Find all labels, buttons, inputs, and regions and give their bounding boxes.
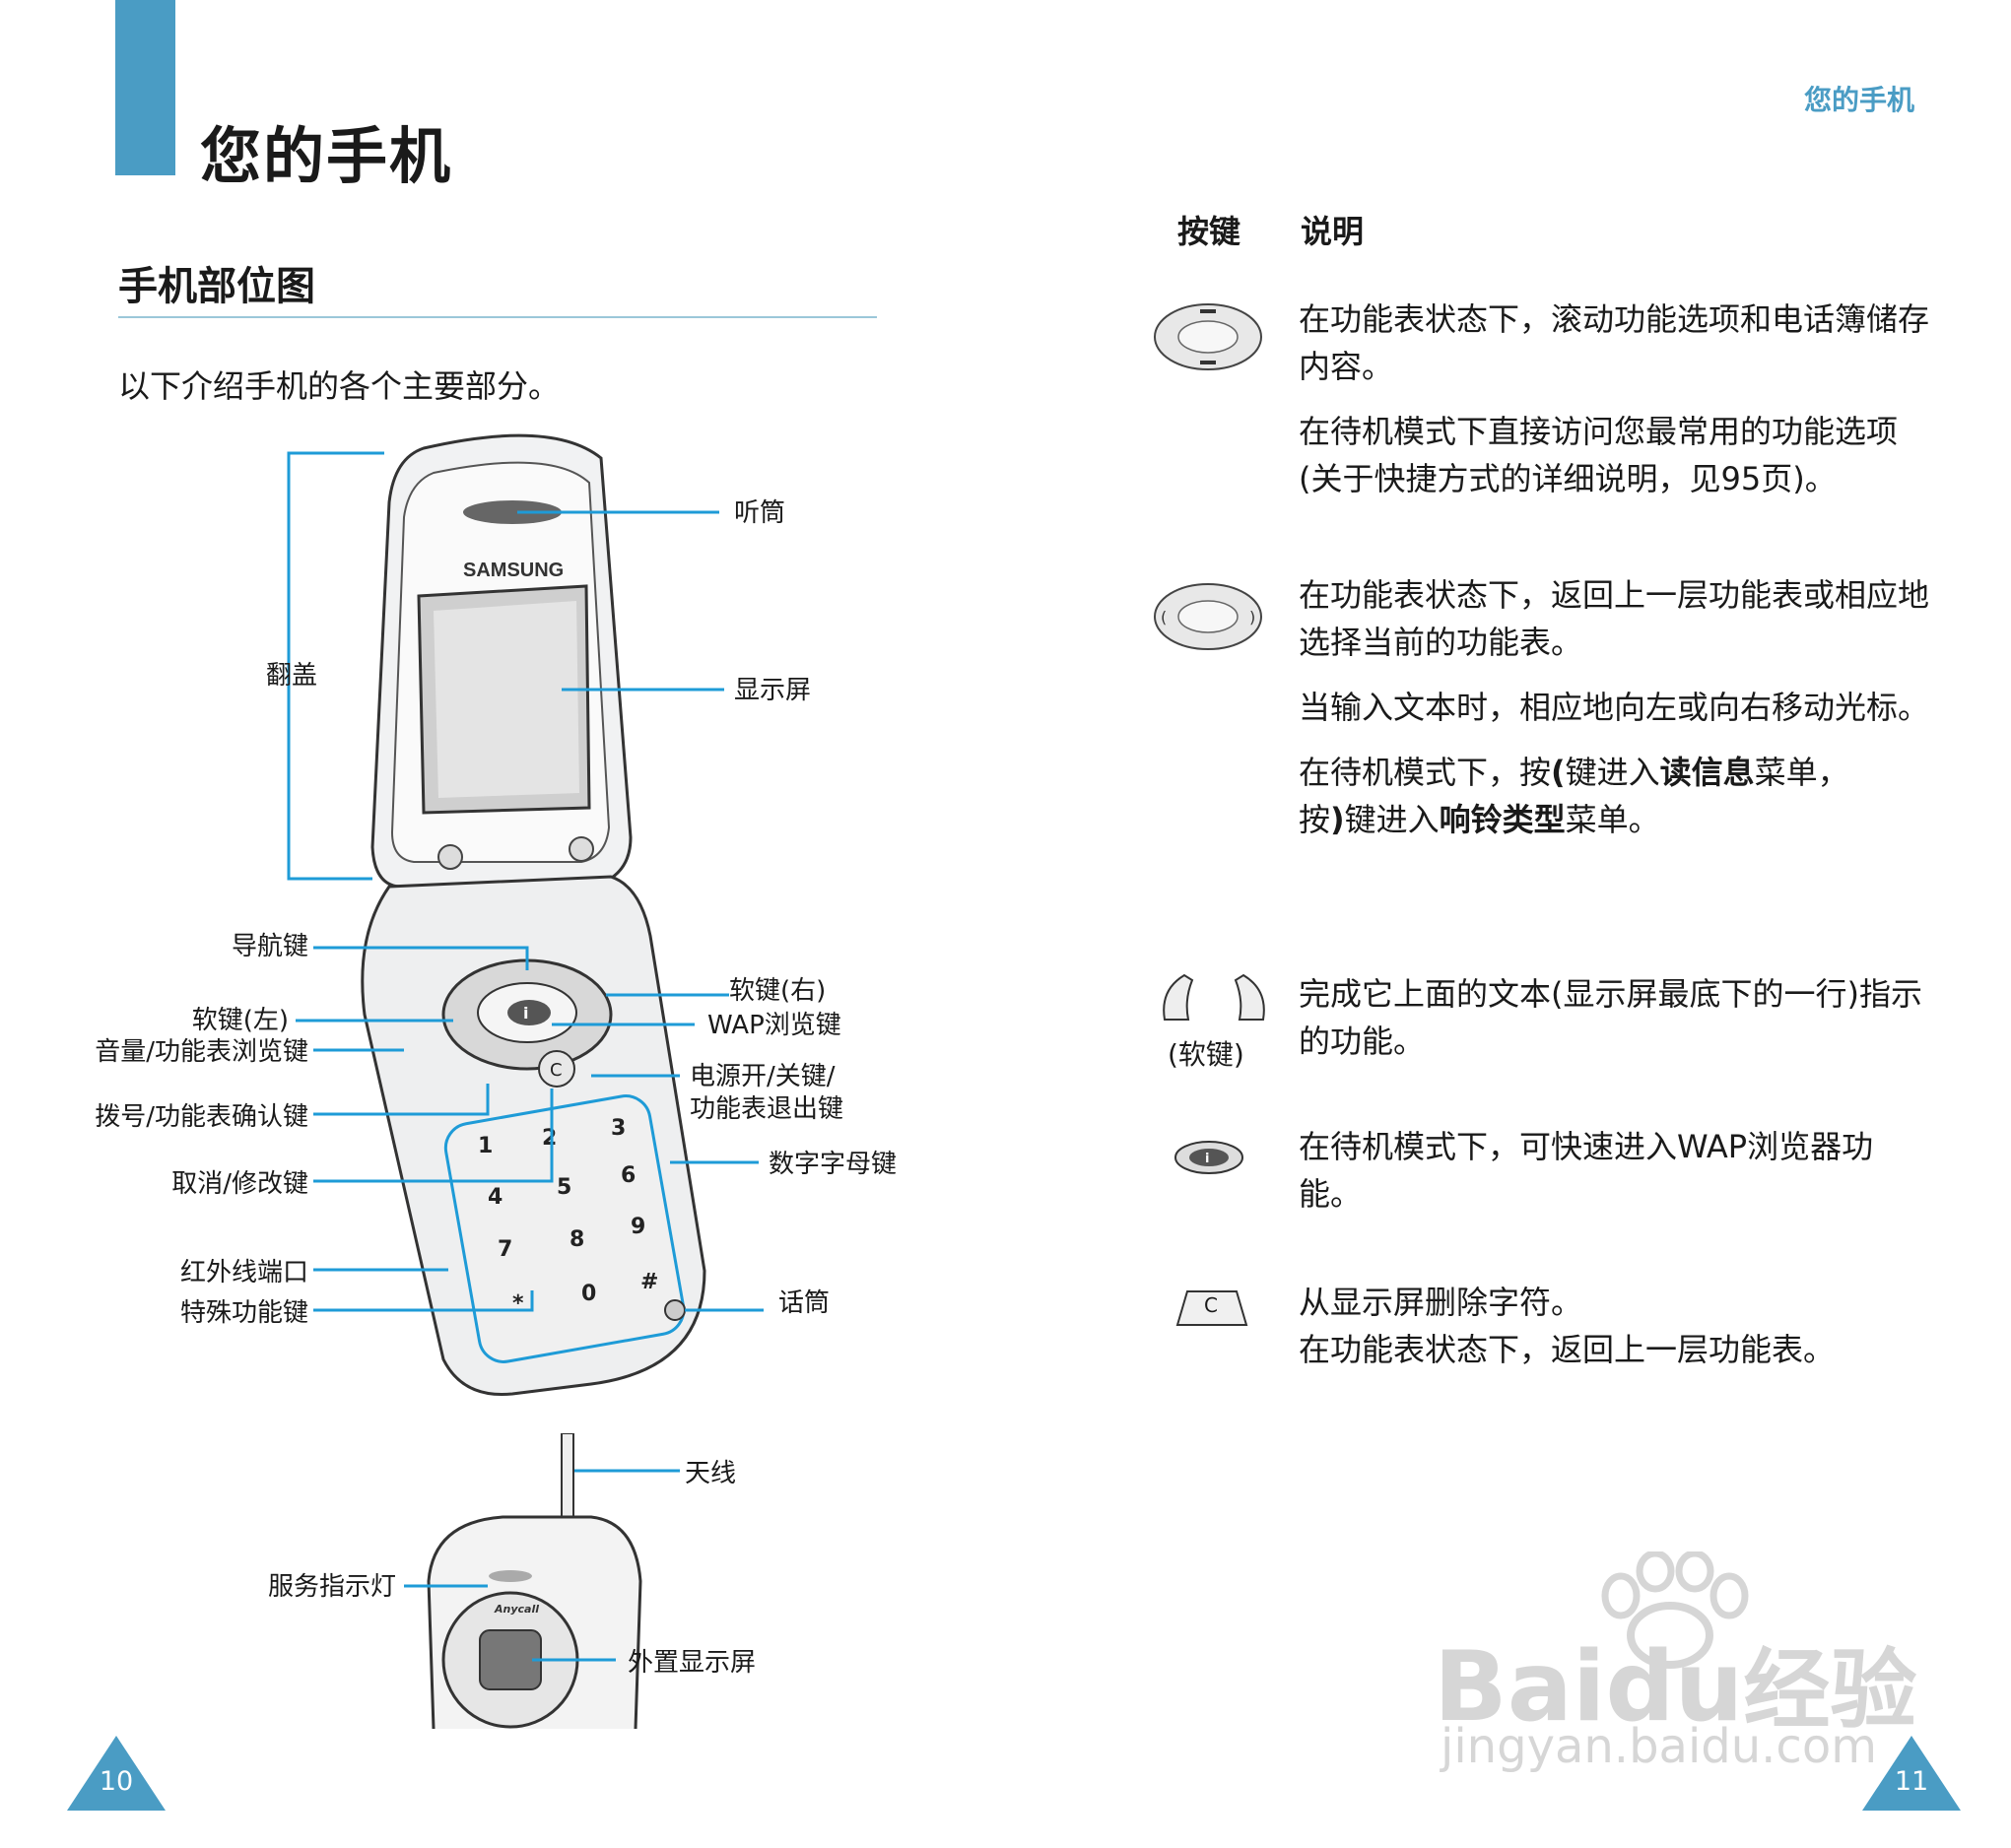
page-title: 您的手机 (200, 106, 452, 195)
label-flip: 翻盖 (266, 660, 317, 693)
label-wap: WAP浏览键 (707, 1010, 841, 1042)
desc-nav-vertical: 在功能表状态下，滚动功能选项和电话簿储存内容。 在待机模式下直接访问您最常用的功… (1299, 296, 1929, 520)
label-nav-key: 导航键 (232, 931, 308, 963)
label-power-2: 功能表退出键 (690, 1093, 843, 1126)
section-title: 手机部位图 (118, 254, 315, 311)
label-antenna: 天线 (685, 1458, 736, 1490)
svg-text:7: 7 (498, 1237, 512, 1262)
phone-closed-illustration: Anycall (394, 1433, 690, 1739)
svg-text:3: 3 (611, 1116, 626, 1141)
svg-text:*: * (512, 1291, 524, 1316)
desc-nav-horizontal-line1: 在功能表状态下，返回上一层功能表或相应地选择当前的功能表。 (1299, 571, 1929, 666)
desc-nav-horizontal: 在功能表状态下，返回上一层功能表或相应地选择当前的功能表。 当输入文本时，相应地… (1299, 571, 1929, 843)
wap-key-icon: i (1173, 1138, 1245, 1177)
page-number-right: 11 (1862, 1766, 1961, 1797)
svg-text:8: 8 (570, 1227, 584, 1252)
svg-text:5: 5 (557, 1175, 571, 1200)
label-ir-port: 红外线端口 (180, 1257, 308, 1289)
anycall-logo: Anycall (494, 1603, 539, 1616)
intro-text: 以下介绍手机的各个主要部分。 (118, 362, 560, 407)
samsung-logo: SAMSUNG (463, 560, 564, 581)
desc-nav-vertical-line2: 在待机模式下直接访问您最常用的功能选项(关于快捷方式的详细说明，见95页)。 (1299, 408, 1929, 502)
label-service-light: 服务指示灯 (268, 1571, 396, 1604)
clear-key-glyph: C (1204, 1293, 1218, 1317)
desc-soft-keys-text: 完成它上面的文本(显示屏最底下的一行)指示的功能。 (1299, 970, 1929, 1065)
desc-nav-horizontal-line3: 在待机模式下，按(键进入读信息菜单， (1299, 749, 1929, 796)
label-dial: 拨号/功能表确认键 (95, 1101, 308, 1134)
column-head-description: 说明 (1301, 207, 1364, 252)
svg-text:#: # (640, 1270, 658, 1294)
label-soft-right: 软键(右) (729, 975, 826, 1008)
section-divider (118, 316, 877, 318)
label-mic: 话筒 (778, 1287, 830, 1320)
svg-text:1: 1 (478, 1134, 493, 1158)
label-display: 显示屏 (734, 675, 811, 707)
label-volume: 音量/功能表浏览键 (95, 1036, 308, 1069)
nav-key-horizontal-icon: () (1151, 581, 1265, 652)
svg-text:4: 4 (488, 1185, 503, 1210)
svg-text:C: C (550, 1060, 563, 1081)
desc-soft-keys: 完成它上面的文本(显示屏最底下的一行)指示的功能。 (1299, 970, 1929, 1083)
svg-text:): ) (1249, 608, 1255, 627)
desc-clear-key: 从显示屏删除字符。 在功能表状态下，返回上一层功能表。 (1299, 1279, 1929, 1373)
chapter-accent-bar (115, 0, 175, 175)
page-number-left: 10 (67, 1766, 166, 1797)
label-soft-left: 软键(左) (192, 1005, 289, 1037)
svg-text:6: 6 (621, 1163, 636, 1188)
desc-nav-vertical-line1: 在功能表状态下，滚动功能选项和电话簿储存内容。 (1299, 296, 1929, 390)
svg-text:i: i (523, 1004, 528, 1023)
label-external-display: 外置显示屏 (628, 1647, 756, 1680)
desc-wap-key: 在待机模式下，可快速进入WAP浏览器功能。 (1299, 1123, 1929, 1235)
desc-nav-horizontal-line4: 按)键进入响铃类型菜单。 (1299, 796, 1929, 843)
label-special: 特殊功能键 (180, 1297, 308, 1330)
watermark-url: jingyan.baidu.com (1441, 1719, 1877, 1774)
label-earpiece: 听筒 (734, 497, 785, 530)
svg-text:9: 9 (631, 1215, 645, 1239)
phone-open-illustration: SAMSUNG i 1 2 3 4 5 6 7 8 9 * 0 # C (0, 424, 946, 1409)
desc-clear-key-line2: 在功能表状态下，返回上一层功能表。 (1299, 1326, 1929, 1373)
svg-text:i: i (1205, 1152, 1209, 1166)
running-header: 您的手机 (1804, 79, 1914, 118)
label-alnum: 数字字母键 (769, 1149, 897, 1181)
svg-text:0: 0 (581, 1282, 596, 1306)
svg-text:(: ( (1161, 608, 1167, 627)
desc-wap-key-text: 在待机模式下，可快速进入WAP浏览器功能。 (1299, 1123, 1929, 1218)
soft-keys-caption: (软键) (1168, 1037, 1244, 1072)
column-head-key: 按键 (1177, 207, 1240, 252)
soft-keys-icon (1155, 970, 1273, 1029)
svg-text:2: 2 (542, 1126, 557, 1151)
label-cancel: 取消/修改键 (171, 1168, 308, 1201)
desc-nav-horizontal-line2: 当输入文本时，相应地向左或向右移动光标。 (1299, 684, 1929, 731)
label-power-1: 电源开/关键/ (690, 1061, 836, 1093)
nav-key-vertical-icon (1151, 301, 1265, 372)
desc-clear-key-line1: 从显示屏删除字符。 (1299, 1279, 1929, 1326)
